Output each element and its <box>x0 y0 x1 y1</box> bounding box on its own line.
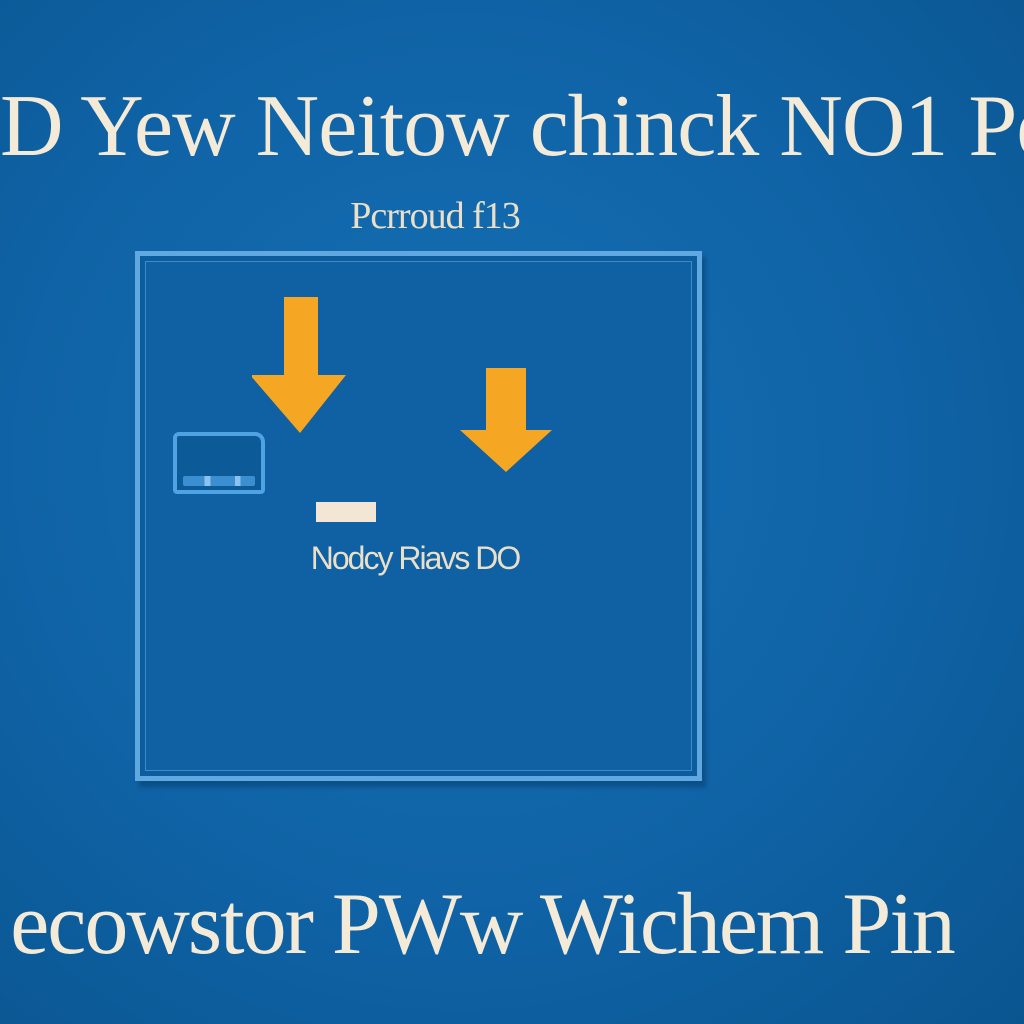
status-text: Nodcy Riavs DO <box>310 540 522 576</box>
text-input-field[interactable] <box>316 502 376 522</box>
top-banner-title: D Yew Neitow chinck NO1 Pe <box>0 78 1024 175</box>
drive-icon[interactable] <box>173 432 265 494</box>
panel-caption: Pcrroud f13 <box>350 195 520 237</box>
arrow-down-icon <box>460 368 552 472</box>
bottom-banner-title: ecowstor PWw Wichem Pin <box>10 876 956 973</box>
dialog-panel <box>135 251 702 781</box>
drive-slots <box>183 476 255 486</box>
arrow-down-icon <box>252 297 346 433</box>
